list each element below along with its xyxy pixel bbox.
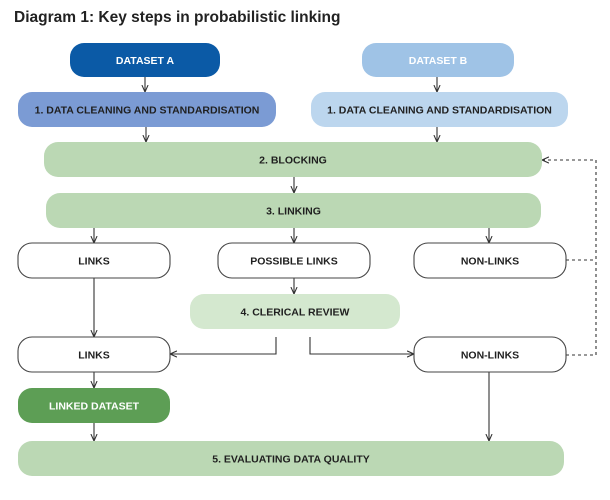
node-shape (18, 92, 276, 127)
node-shape (311, 92, 568, 127)
node-label: POSSIBLE LINKS (250, 256, 338, 268)
node-label: 4. CLERICAL REVIEW (241, 307, 350, 319)
page-title: Diagram 1: Key steps in probabilistic li… (14, 9, 341, 26)
node-blocking: 2. BLOCKING (44, 142, 542, 177)
node-label: NON-LINKS (461, 350, 519, 362)
edge-clerical-review-to-non-links-2 (309, 337, 414, 354)
node-shape (362, 43, 514, 77)
node-shape (190, 294, 400, 329)
node-non-links-1: NON-LINKS (413, 242, 567, 279)
node-label: 5. EVALUATING DATA QUALITY (212, 454, 370, 466)
node-label: 3. LINKING (266, 206, 321, 218)
node-label: DATASET B (409, 55, 468, 67)
node-shape (18, 441, 564, 476)
node-shape (17, 242, 171, 279)
node-label: 1. DATA CLEANING AND STANDARDISATION (35, 105, 260, 117)
node-label: LINKS (78, 350, 110, 362)
node-shape (46, 193, 541, 228)
node-linked-dataset: LINKED DATASET (18, 388, 170, 423)
node-dataset-a: DATASET A (70, 43, 220, 77)
node-label: LINKS (78, 256, 110, 268)
node-evaluating: 5. EVALUATING DATA QUALITY (18, 441, 564, 476)
node-shape (44, 142, 542, 177)
node-clerical-review: 4. CLERICAL REVIEW (190, 294, 400, 329)
node-possible-links: POSSIBLE LINKS (217, 242, 371, 279)
node-cleaning-a: 1. DATA CLEANING AND STANDARDISATION (18, 92, 276, 127)
node-non-links-2: NON-LINKS (413, 336, 567, 373)
node-shape (17, 336, 171, 373)
node-links-1: LINKS (17, 242, 171, 279)
node-shape (70, 43, 220, 77)
edge-layer (94, 77, 597, 441)
node-linking: 3. LINKING (46, 193, 541, 228)
node-cleaning-b: 1. DATA CLEANING AND STANDARDISATION (311, 92, 568, 127)
node-label: DATASET A (116, 55, 175, 67)
node-layer: DATASET A DATASET B 1. DATA CLEANING AND S… (17, 43, 568, 476)
node-label: NON-LINKS (461, 256, 519, 268)
node-shape (18, 388, 170, 423)
node-shape (217, 242, 371, 279)
node-label: 1. DATA CLEANING AND STANDARDISATION (327, 105, 552, 117)
node-label: 2. BLOCKING (259, 155, 327, 167)
node-shape (413, 242, 567, 279)
node-links-2: LINKS (17, 336, 171, 373)
node-shape (413, 336, 567, 373)
node-dataset-b: DATASET B (362, 43, 514, 77)
edge-non-links-2-to-blocking (542, 160, 597, 356)
edge-clerical-review-to-links-2 (170, 337, 277, 354)
node-label: LINKED DATASET (49, 401, 140, 413)
